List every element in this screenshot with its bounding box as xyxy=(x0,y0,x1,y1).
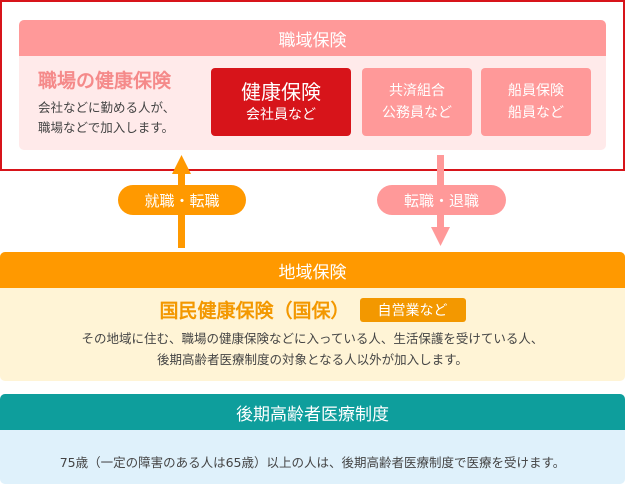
employment-label: 就職・転職 xyxy=(118,185,246,215)
desc-line: その地域に住む、職場の健康保険などに入っている人、生活保護を受けている人、 xyxy=(81,331,544,346)
box-title: 船員保険 xyxy=(508,83,564,99)
mutual-aid-box: 共済組合 公務員など xyxy=(362,68,472,136)
workplace-insurance-highlight xyxy=(0,0,625,171)
regional-header: 地域保険 xyxy=(0,252,625,288)
regional-insurance-panel: 地域保険 国民健康保険（国保） 自営業など その地域に住む、職場の健康保険などに… xyxy=(0,252,625,381)
elderly-care-panel: 後期高齢者医療制度 75歳（一定の障害のある人は65歳）以上の人は、後期高齢者医… xyxy=(0,394,625,484)
box-subtitle: 公務員など xyxy=(382,105,452,121)
regional-description: その地域に住む、職場の健康保険などに入っている人、生活保護を受けている人、 後期… xyxy=(0,328,625,370)
box-title: 健康保険 xyxy=(241,80,321,104)
workplace-header: 職域保険 xyxy=(19,20,606,56)
box-title: 共済組合 xyxy=(389,83,445,99)
elderly-header: 後期高齢者医療制度 xyxy=(0,394,625,430)
desc-line: 職場などで加入します。 xyxy=(38,120,175,135)
arrows xyxy=(172,155,450,248)
seamen-insurance-box: 船員保険 船員など xyxy=(481,68,591,136)
workplace-insurance-panel: 職域保険 職場の健康保険 会社などに勤める人が、 職場などで加入します。 健康保… xyxy=(19,20,606,150)
health-insurance-box: 健康保険 会社員など xyxy=(211,68,351,136)
retirement-label: 転職・退職 xyxy=(377,185,506,215)
self-employed-badge: 自営業など xyxy=(359,297,466,322)
regional-title: 国民健康保険（国保） xyxy=(159,300,350,322)
regional-title-row: 国民健康保険（国保） 自営業など xyxy=(0,296,625,323)
workplace-title: 職場の健康保険 xyxy=(38,70,172,92)
box-subtitle: 船員など xyxy=(508,105,564,121)
desc-line: 後期高齢者医療制度の対象となる人以外が加入します。 xyxy=(157,352,468,367)
workplace-description: 会社などに勤める人が、 職場などで加入します。 xyxy=(38,98,175,138)
desc-line: 会社などに勤める人が、 xyxy=(38,100,176,115)
box-subtitle: 会社員など xyxy=(246,107,316,123)
elderly-description: 75歳（一定の障害のある人は65歳）以上の人は、後期高齢者医療制度で医療を受けま… xyxy=(59,455,566,470)
